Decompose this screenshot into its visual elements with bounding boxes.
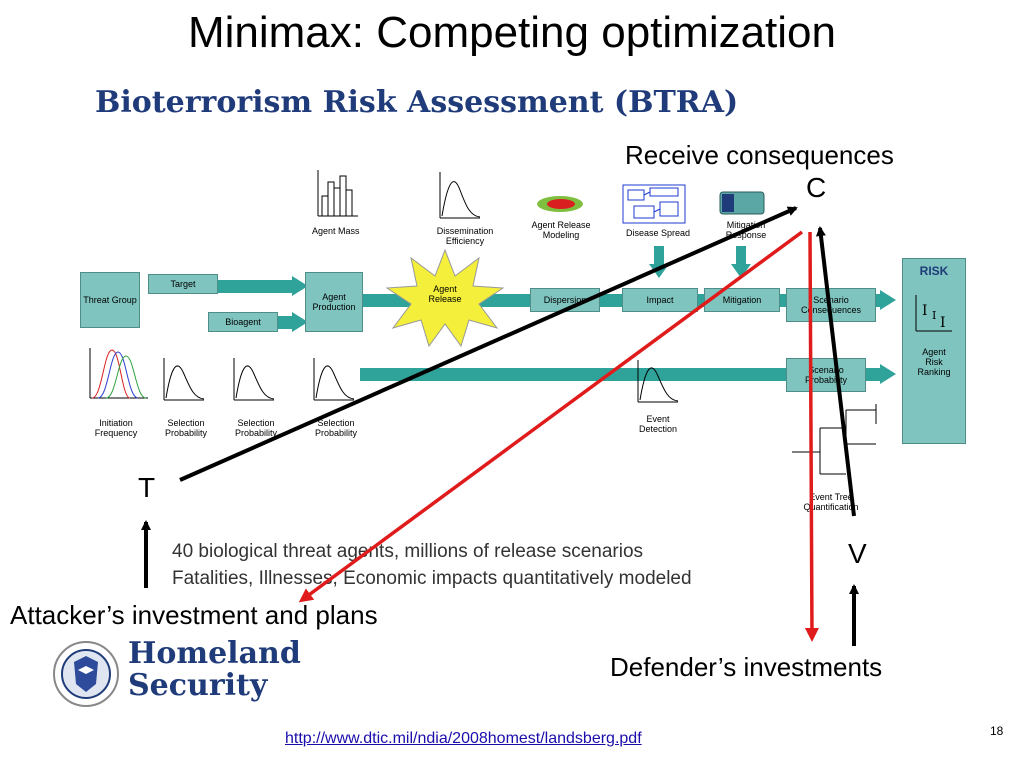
defender-label: Defender’s investments (610, 652, 883, 682)
event-detection-curve-icon (637, 360, 679, 403)
target-arrow (200, 280, 292, 293)
mitigation-response-icon (719, 191, 765, 215)
probability-flow-arrowhead (880, 364, 896, 384)
logo-line-1: Homeland (128, 636, 301, 671)
agent-release-starburst (385, 248, 505, 348)
homeland-security-wordmark: Homeland Security (128, 638, 301, 702)
selection-probability-2-label: Selection Probability (234, 418, 278, 439)
mitigation-box: Mitigation (704, 288, 780, 312)
dissemination-curve-icon (439, 172, 481, 219)
mitigation-response-label: Mitigation Response (725, 220, 767, 241)
receive-consequences-label: Receive consequences (625, 140, 894, 170)
agent-risk-ranking-label: Agent Risk Ranking (917, 346, 951, 378)
attacker-label: Attacker’s investment and plans (10, 600, 378, 630)
selection-probability-3-label: Selection Probability (314, 418, 358, 439)
scenario-probability-box: Scenario Probability (786, 358, 866, 392)
slide-title: Minimax: Competing optimization (187, 8, 837, 57)
bioagent-arrowhead (292, 312, 308, 332)
v-label: V (848, 538, 867, 569)
initiation-frequency-curves-icon (89, 348, 148, 399)
note-line-1: 40 biological threat agents, millions of… (172, 541, 644, 562)
v-to-c-arrow (815, 226, 856, 517)
agent-mass-histogram-icon (317, 170, 358, 217)
disease-spread-label: Disease Spread (626, 228, 691, 238)
target-arrowhead (292, 276, 308, 296)
c-to-attacker-arrow (298, 230, 804, 603)
dhs-seal-icon (53, 641, 119, 707)
agent-production-box: Agent Production (305, 272, 363, 332)
disease-spread-icon (622, 184, 686, 224)
main-flow-arrowhead (880, 290, 896, 310)
impact-box: Impact (622, 288, 698, 312)
impact-down-arrow (654, 246, 664, 266)
risk-box: RISK I I I Agent Risk Ranking (902, 258, 966, 444)
svg-text:I: I (922, 303, 928, 319)
t-label: T (138, 472, 156, 503)
svg-text:I: I (940, 315, 946, 331)
probability-flow-arrow (360, 368, 880, 381)
target-box: Target (148, 274, 218, 294)
agent-mass-label: Agent Mass (312, 226, 360, 236)
source-link[interactable]: http://www.dtic.mil/ndia/2008homest/land… (285, 730, 642, 747)
logo-line-2: Security (128, 668, 268, 703)
event-detection-label: Event Detection (638, 414, 678, 435)
svg-text:I: I (932, 309, 936, 322)
mitigation-down-arrow (736, 246, 746, 266)
bioagent-box: Bioagent (208, 312, 278, 332)
page-number: 18 (990, 724, 1004, 738)
initiation-frequency-label: Initiation Frequency (94, 418, 138, 439)
selection-probability-curve-2-icon (233, 358, 275, 401)
dissemination-label: Dissemination Efficiency (436, 226, 494, 247)
agent-release-modeling-icon (537, 196, 583, 212)
selection-probability-curve-1-icon (163, 358, 205, 401)
t-to-c-arrow (179, 206, 798, 482)
agent-release-label: Agent Release (428, 284, 462, 305)
risk-summation-icon: I I I (915, 294, 952, 332)
c-to-defender-arrow (804, 231, 819, 642)
risk-title: RISK (919, 264, 949, 278)
event-tree-icon (792, 404, 877, 475)
agent-release-modeling-label: Agent Release Modeling (531, 220, 591, 241)
c-label: C (806, 172, 827, 203)
threat-group-box: Threat Group (80, 272, 140, 328)
diagram-subtitle: Bioterrorism Risk Assessment (BTRA) (95, 85, 739, 120)
selection-probability-1-label: Selection Probability (164, 418, 208, 439)
note-line-2: Fatalities, Illnesses, Economic impacts … (172, 568, 692, 589)
event-tree-label: Event Tree Quantification (803, 492, 859, 513)
selection-probability-curve-3-icon (313, 358, 355, 401)
